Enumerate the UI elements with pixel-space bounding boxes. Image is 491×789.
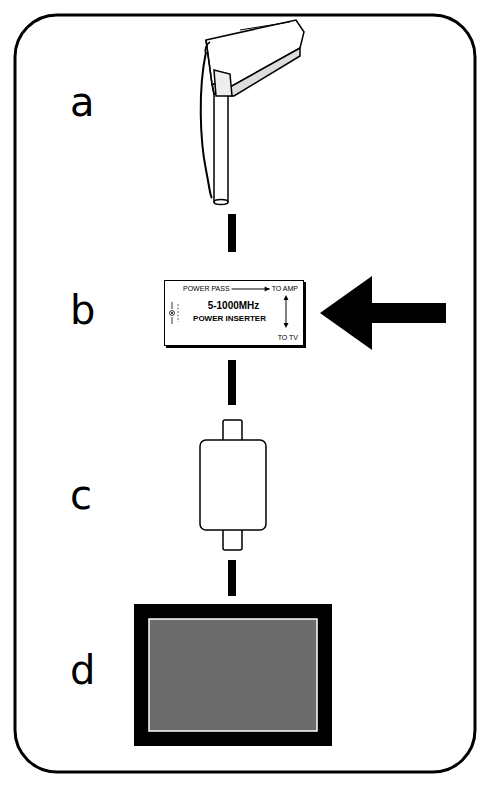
device-label: POWER INSERTER: [193, 315, 266, 323]
part-letter: b: [70, 290, 95, 330]
device-label: TO AMP: [272, 285, 298, 292]
part-letter: c: [70, 475, 92, 515]
pointer-arrow: [320, 276, 446, 350]
frame: [15, 15, 475, 772]
device-label: POWER PASS: [183, 285, 230, 292]
part-letter: d: [70, 650, 95, 690]
part-letter: a: [70, 82, 95, 122]
device-label: 5-1000MHz: [208, 301, 260, 311]
device-label: TO TV: [278, 334, 298, 341]
tv-figure: [134, 604, 332, 746]
antenna-figure: [201, 20, 304, 205]
amplifier-figure: [200, 420, 266, 550]
power-inserter: POWER PASS TO AMP 5-1000MHzPOWER INSERTER T…: [164, 280, 304, 346]
